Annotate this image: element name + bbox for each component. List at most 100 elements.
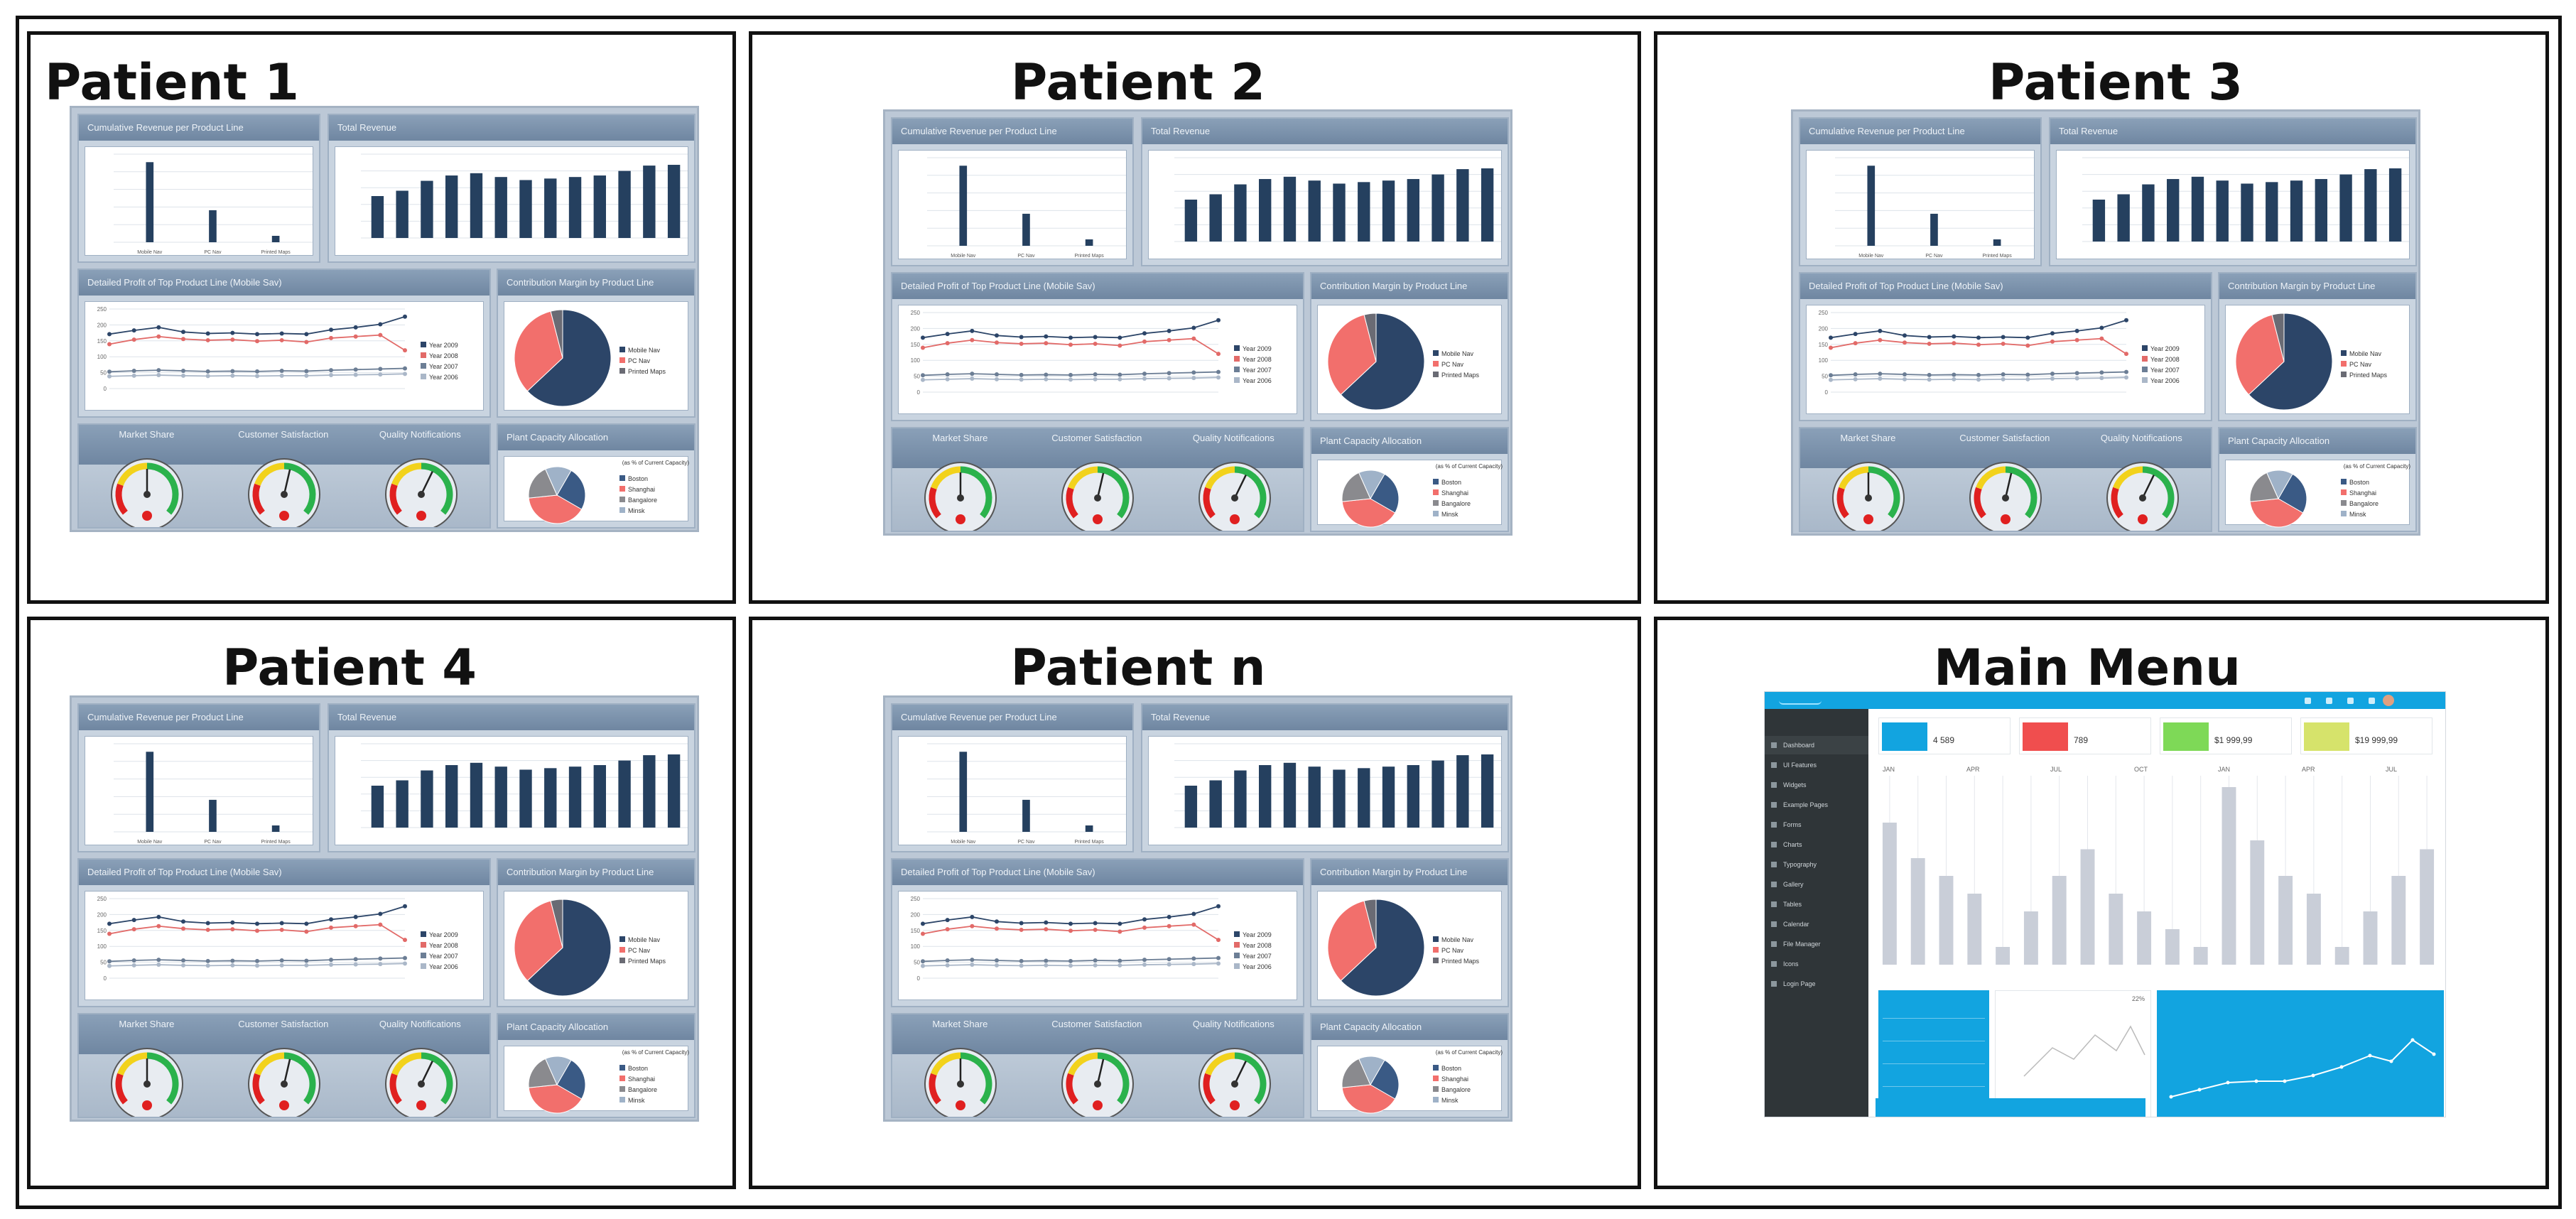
sidebar-item[interactable]: Forms bbox=[1765, 816, 1868, 834]
total-revenue-panel[interactable]: Total Revenue bbox=[1141, 703, 1509, 852]
total-revenue-bar bbox=[2167, 179, 2180, 242]
sidebar-item-label: Forms bbox=[1783, 821, 1802, 828]
profit-point bbox=[995, 919, 999, 924]
plant-capacity-panel[interactable]: Plant Capacity Allocation(as % of Curren… bbox=[497, 423, 696, 529]
profit-point bbox=[945, 332, 950, 337]
plant-capacity-panel[interactable]: Plant Capacity Allocation(as % of Curren… bbox=[1310, 427, 1509, 532]
profit-point bbox=[1216, 352, 1221, 357]
sidebar-item[interactable]: Widgets bbox=[1765, 776, 1868, 794]
profit-point bbox=[2074, 376, 2079, 381]
profit-point bbox=[1044, 927, 1049, 932]
gauge-hub bbox=[2139, 494, 2146, 502]
profit-panel[interactable]: Detailed Profit of Top Product Line (Mob… bbox=[77, 269, 491, 418]
panel-title: Detailed Profit of Top Product Line (Mob… bbox=[892, 860, 1303, 885]
total-revenue-panel[interactable]: Total Revenue bbox=[328, 703, 696, 852]
category-label: PC Nav bbox=[204, 840, 222, 845]
progress-percent: 22% bbox=[2131, 995, 2145, 1002]
profit-panel[interactable]: Detailed Profit of Top Product Line (Mob… bbox=[891, 858, 1304, 1007]
sidebar-item[interactable]: Icons bbox=[1765, 955, 1868, 973]
navbar-icon[interactable] bbox=[2305, 698, 2311, 704]
sidebar-item[interactable]: Example Pages bbox=[1765, 796, 1868, 814]
footer-bar[interactable] bbox=[1876, 1098, 2145, 1117]
stat-card[interactable]: 4 589 bbox=[1878, 717, 2011, 754]
profit-panel[interactable]: Detailed Profit of Top Product Line (Mob… bbox=[891, 272, 1304, 421]
patient-4-cell[interactable]: Patient 4 Cumulative Revenue per Product… bbox=[27, 617, 736, 1189]
sidebar-item[interactable]: Charts bbox=[1765, 835, 1868, 854]
profit-point bbox=[1167, 376, 1171, 381]
gauge-hub bbox=[418, 491, 425, 498]
sidebar-item[interactable]: Calendar bbox=[1765, 915, 1868, 933]
profit-panel[interactable]: Detailed Profit of Top Product Line (Mob… bbox=[1799, 272, 2212, 421]
profit-point bbox=[2025, 372, 2030, 377]
gauge-band bbox=[1066, 1073, 1078, 1105]
total-revenue-bar bbox=[2388, 168, 2402, 242]
list-widget-row[interactable] bbox=[1883, 1027, 1985, 1041]
list-widget-row[interactable] bbox=[1883, 1073, 1985, 1087]
gauge-band bbox=[2005, 466, 2037, 519]
list-widget[interactable] bbox=[1878, 990, 1989, 1117]
stat-card[interactable]: $19 999,99 bbox=[2300, 717, 2432, 754]
patient-1-cell[interactable]: Patient 1 Cumulative Revenue per Product… bbox=[27, 31, 736, 604]
sidebar-item-label: Tables bbox=[1783, 901, 1802, 908]
sidebar-item[interactable]: UI Features bbox=[1765, 756, 1868, 774]
navbar-icon[interactable] bbox=[2347, 698, 2354, 704]
stat-card[interactable]: $1 999,99 bbox=[2160, 717, 2292, 754]
y-tick-label: 50 bbox=[100, 960, 107, 966]
total-revenue-panel[interactable]: Total Revenue bbox=[328, 114, 696, 263]
list-widget-row[interactable] bbox=[1883, 1050, 1985, 1064]
profit-point bbox=[1853, 376, 1858, 381]
panel-title: Plant Capacity Allocation bbox=[1311, 428, 1508, 454]
gauge-needle bbox=[420, 471, 433, 495]
gauge-hub bbox=[281, 1080, 288, 1088]
plant-capacity-panel[interactable]: Plant Capacity Allocation(as % of Curren… bbox=[1310, 1013, 1509, 1118]
sidebar-item[interactable]: Gallery bbox=[1765, 875, 1868, 894]
sidebar-item[interactable]: Typography bbox=[1765, 855, 1868, 874]
list-widget-row[interactable] bbox=[1883, 1004, 1985, 1019]
patient-2-cell[interactable]: Patient 2 Cumulative Revenue per Product… bbox=[749, 31, 1641, 604]
stat-card[interactable]: 789 bbox=[2019, 717, 2151, 754]
avatar[interactable] bbox=[2383, 695, 2394, 706]
navbar-icon[interactable] bbox=[2326, 698, 2332, 704]
patient-3-cell[interactable]: Patient 3 Cumulative Revenue per Product… bbox=[1654, 31, 2549, 604]
sidebar-item[interactable]: Tables bbox=[1765, 895, 1868, 914]
patient-n-cell[interactable]: Patient n Cumulative Revenue per Product… bbox=[749, 617, 1641, 1189]
plant-capacity-panel[interactable]: Plant Capacity Allocation(as % of Curren… bbox=[2218, 427, 2417, 532]
mini-line-widget[interactable]: 22% bbox=[1995, 990, 2151, 1117]
navbar-icon[interactable] bbox=[2369, 698, 2375, 704]
profit-point bbox=[329, 917, 333, 922]
trend-widget[interactable] bbox=[2157, 990, 2444, 1117]
sidebar-item[interactable]: Dashboard bbox=[1765, 736, 1868, 754]
trend-point bbox=[2283, 1079, 2287, 1083]
sidebar-item[interactable]: Login Page bbox=[1765, 975, 1868, 993]
total-revenue-panel[interactable]: Total Revenue bbox=[2049, 117, 2417, 266]
profit-point bbox=[156, 923, 161, 928]
total-revenue-panel[interactable]: Total Revenue bbox=[1141, 117, 1509, 266]
profit-point bbox=[921, 377, 925, 382]
sidebar-item[interactable]: File Manager bbox=[1765, 935, 1868, 953]
profit-panel[interactable]: Detailed Profit of Top Product Line (Mob… bbox=[77, 858, 491, 1007]
plant-capacity-panel[interactable]: Plant Capacity Allocation(as % of Curren… bbox=[497, 1013, 696, 1118]
main-bar bbox=[1882, 823, 1897, 965]
